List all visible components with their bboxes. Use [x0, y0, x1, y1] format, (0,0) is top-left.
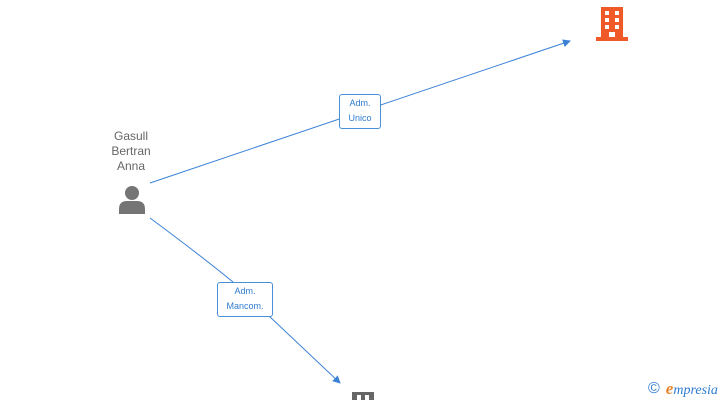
brand-logo: e mpresia	[666, 379, 718, 399]
person-name-line-3: Anna	[116, 159, 146, 173]
brand-footer: © e mpresia	[648, 378, 718, 400]
person-name-line-1: Gasull	[113, 129, 148, 143]
brand-first-letter: e	[665, 379, 674, 398]
building-icon[interactable]	[596, 7, 628, 41]
edge-label-line-2: Mancom.	[226, 301, 264, 311]
brand-name: mpresia	[673, 383, 718, 398]
edge-label-line-2: Unico	[348, 113, 372, 123]
edge-label-line-1: Adm.	[234, 286, 256, 296]
edge-label-adm-unico[interactable]: Adm. Unico	[339, 94, 381, 129]
person-icon[interactable]	[117, 184, 147, 214]
copyright-icon: ©	[648, 380, 660, 397]
person-name[interactable]: Gasull Bertran Anna	[96, 129, 166, 174]
building-icon[interactable]	[350, 392, 376, 400]
person-name-line-2: Bertran	[111, 144, 151, 158]
edge-label-line-1: Adm.	[349, 98, 371, 108]
edge-label-adm-mancom[interactable]: Adm. Mancom.	[217, 282, 273, 317]
edge-line-adm-mancom	[149, 217, 341, 384]
